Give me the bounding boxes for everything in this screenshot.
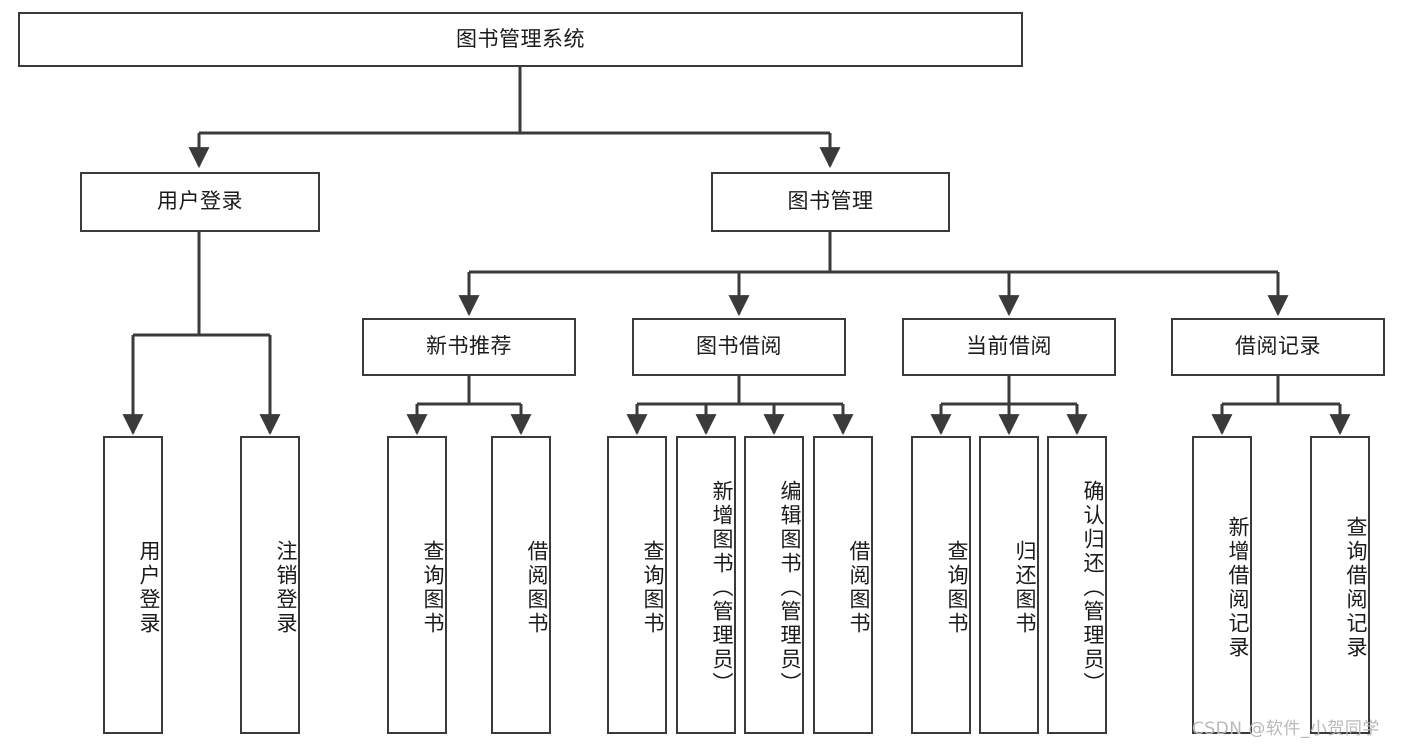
node-book-management-label: 图书管理 — [787, 189, 874, 214]
leaf-query-borrow-record-label: 查询借阅记录 — [1344, 516, 1368, 660]
leaf-user-login[interactable]: 用户登录 — [103, 436, 163, 734]
leaf-edit-book-admin-label: 编辑图书（管理员） — [778, 480, 802, 696]
watermark: CSDN @软件_小贺同学 — [1192, 719, 1380, 739]
node-book-borrow[interactable]: 图书借阅 — [632, 318, 846, 376]
leaf-borrow-book[interactable]: 借阅图书 — [813, 436, 873, 734]
leaf-query-book-borrow-label: 查询图书 — [641, 540, 665, 636]
node-root[interactable]: 图书管理系统 — [18, 12, 1023, 67]
leaf-borrow-book-recommend[interactable]: 借阅图书 — [491, 436, 551, 734]
node-current-borrow[interactable]: 当前借阅 — [902, 318, 1116, 376]
leaf-add-borrow-record[interactable]: 新增借阅记录 — [1192, 436, 1252, 734]
leaf-query-book-recommend-label: 查询图书 — [421, 540, 445, 636]
leaf-confirm-return-admin-label: 确认归还（管理员） — [1081, 480, 1105, 696]
leaf-query-book-current-label: 查询图书 — [945, 540, 969, 636]
leaf-return-book[interactable]: 归还图书 — [979, 436, 1039, 734]
node-user-login[interactable]: 用户登录 — [80, 172, 320, 232]
leaf-logout-label: 注销登录 — [274, 540, 298, 636]
leaf-confirm-return-admin[interactable]: 确认归还（管理员） — [1047, 436, 1107, 734]
node-book-management[interactable]: 图书管理 — [711, 172, 950, 232]
leaf-add-book-admin-label: 新增图书（管理员） — [710, 480, 734, 696]
leaf-edit-book-admin[interactable]: 编辑图书（管理员） — [744, 436, 804, 734]
leaf-add-book-admin[interactable]: 新增图书（管理员） — [676, 436, 736, 734]
node-borrow-record[interactable]: 借阅记录 — [1171, 318, 1385, 376]
node-current-borrow-label: 当前借阅 — [966, 334, 1052, 359]
leaf-query-book-recommend[interactable]: 查询图书 — [387, 436, 447, 734]
leaf-borrow-book-recommend-label: 借阅图书 — [525, 540, 549, 636]
node-new-book-recommend[interactable]: 新书推荐 — [362, 318, 576, 376]
node-borrow-record-label: 借阅记录 — [1235, 334, 1321, 359]
leaf-query-borrow-record[interactable]: 查询借阅记录 — [1310, 436, 1370, 734]
node-user-login-label: 用户登录 — [157, 189, 243, 214]
leaf-borrow-book-label: 借阅图书 — [847, 540, 871, 636]
leaf-user-login-label: 用户登录 — [137, 540, 161, 636]
leaf-logout[interactable]: 注销登录 — [240, 436, 300, 734]
leaf-query-book-borrow[interactable]: 查询图书 — [607, 436, 667, 734]
leaf-add-borrow-record-label: 新增借阅记录 — [1226, 516, 1250, 660]
node-book-borrow-label: 图书借阅 — [696, 334, 782, 359]
node-root-label: 图书管理系统 — [456, 26, 585, 51]
node-new-book-recommend-label: 新书推荐 — [426, 334, 512, 359]
leaf-return-book-label: 归还图书 — [1013, 540, 1037, 636]
leaf-query-book-current[interactable]: 查询图书 — [911, 436, 971, 734]
